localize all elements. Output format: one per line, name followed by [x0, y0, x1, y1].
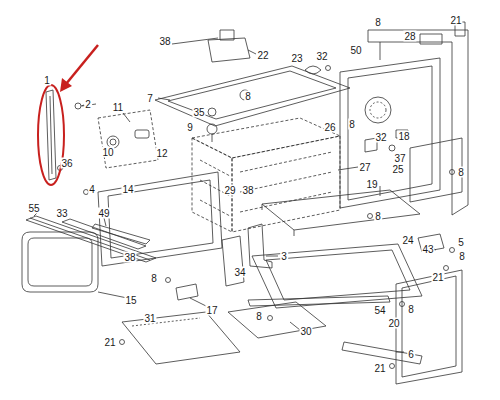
callout-number: 32 — [374, 132, 387, 143]
callout-number: 8 — [458, 251, 466, 262]
callout-number: 50 — [349, 45, 362, 56]
callout-number: 21 — [431, 272, 444, 283]
callout-number: 8 — [244, 91, 252, 102]
callout-number: 28 — [403, 31, 416, 42]
callout-number: 55 — [27, 203, 40, 214]
callout-number: 35 — [192, 107, 205, 118]
callout-number: 23 — [290, 53, 303, 64]
callout-number: 19 — [365, 179, 378, 190]
callout-number: 37 — [393, 153, 406, 164]
callout-number: 3 — [280, 251, 288, 262]
callout-number: 5 — [457, 237, 465, 248]
callout-number: 49 — [97, 208, 110, 219]
callout-number: 1 — [43, 75, 51, 86]
callout-number: 31 — [143, 313, 156, 324]
callout-number: 2 — [84, 99, 92, 110]
callout-number: 8 — [348, 119, 356, 130]
callout-number: 9 — [186, 122, 194, 133]
callout-number: 8 — [374, 211, 382, 222]
callout-number: 38 — [241, 185, 254, 196]
callout-number: 8 — [457, 167, 465, 178]
callout-number: 7 — [146, 93, 154, 104]
callout-number: 21 — [449, 15, 462, 26]
callout-number: 15 — [124, 295, 137, 306]
callout-number: 11 — [112, 102, 124, 113]
callout-number: 25 — [391, 164, 404, 175]
callout-number: 8 — [150, 273, 158, 284]
callout-number: 8 — [407, 304, 415, 315]
callout-number: 21 — [373, 363, 386, 374]
callout-number: 17 — [205, 305, 218, 316]
callout-number: 21 — [103, 337, 116, 348]
callout-number: 4 — [88, 184, 96, 195]
callout-number: 33 — [55, 208, 68, 219]
callout-number: 27 — [358, 162, 371, 173]
callout-number: 36 — [60, 158, 73, 169]
callout-number: 32 — [315, 51, 328, 62]
callout-number: 8 — [255, 311, 263, 322]
callout-number: 30 — [299, 326, 312, 337]
callout-number: 22 — [256, 50, 269, 61]
callout-number: 20 — [387, 318, 400, 329]
callout-number: 12 — [155, 148, 168, 159]
callout-number: 54 — [373, 305, 386, 316]
callout-number: 18 — [397, 131, 410, 142]
callout-number: 34 — [233, 267, 246, 278]
callout-number: 43 — [421, 244, 434, 255]
callout-number: 6 — [407, 349, 415, 360]
callout-number: 29 — [223, 185, 236, 196]
callout-number: 26 — [323, 122, 336, 133]
callout-number: 14 — [121, 184, 134, 195]
callout-number: 38 — [158, 36, 171, 47]
callout-number: 10 — [101, 147, 114, 158]
callout-number: 8 — [374, 17, 382, 28]
callout-number: 38 — [123, 252, 136, 263]
callout-number: 24 — [401, 235, 414, 246]
